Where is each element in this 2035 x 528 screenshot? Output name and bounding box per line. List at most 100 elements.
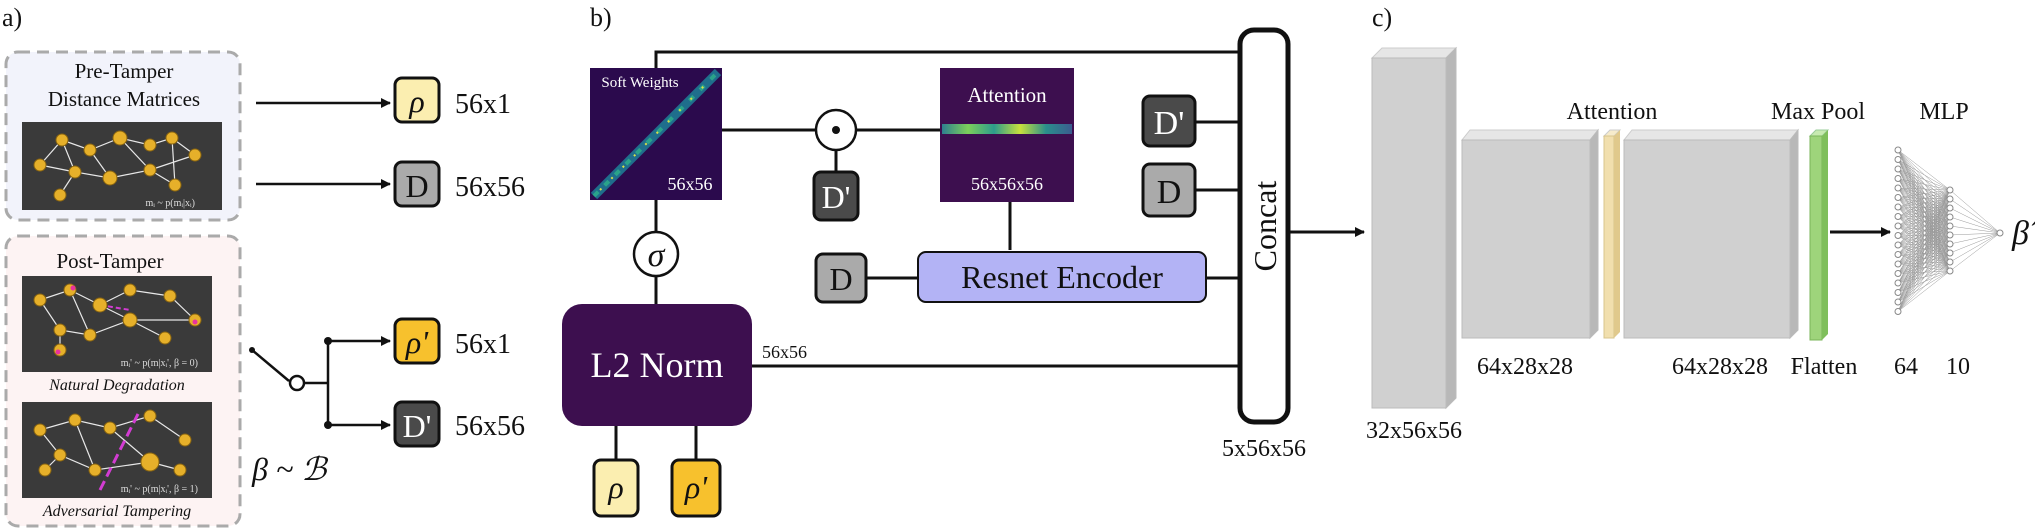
- sigma-symbol: σ: [648, 237, 666, 274]
- d-resnet-label: D: [829, 261, 852, 297]
- natural-degradation-nodes: [33, 283, 202, 357]
- d-prime-odot-label: D': [822, 179, 851, 215]
- beta-switch: [251, 336, 391, 430]
- output-d: D 56x56: [393, 160, 525, 208]
- natural-degradation-image: [22, 276, 212, 372]
- mlp-network: MLP 64 10 β̂: [1894, 99, 2035, 380]
- post-tamper-panel: Post-Tamper mᵢ' ~ p(m|xᵢ', β = 0) Natura…: [4, 234, 242, 528]
- mlp-node: [1946, 213, 1954, 221]
- pre-tamper-panel: Pre-Tamper Distance Matrices mᵢ ~ p(mᵢ|x…: [4, 50, 242, 222]
- pre-tamper-title-1: Pre-Tamper: [75, 59, 174, 83]
- rho-input-label: ρ: [607, 469, 623, 505]
- rho-prime-input-label: ρ': [684, 469, 708, 505]
- mlp-node: [1894, 175, 1902, 182]
- mlp-node: [1946, 231, 1954, 239]
- natural-caption: mᵢ' ~ p(m|xᵢ', β = 0): [121, 358, 198, 369]
- mlp-node: [1894, 146, 1902, 154]
- mlp-node: [1946, 204, 1954, 212]
- output-d-dims: 56x56: [455, 172, 525, 203]
- mlp-node: [1996, 229, 2004, 237]
- mlp-node: [1894, 279, 1902, 287]
- panel-b-connectors: [614, 50, 1240, 460]
- panel-label-b: b): [590, 3, 612, 32]
- mlp-node: [1894, 165, 1902, 173]
- mlp-node: [1894, 184, 1902, 192]
- attention-layer: Attention: [1567, 99, 1658, 339]
- output-rho-prime: ρ' 56x1: [393, 317, 511, 365]
- adversarial-tampering-label: Adversarial Tampering: [42, 503, 191, 520]
- concat-block: Concat 5x56x56: [1222, 27, 1306, 462]
- mlp-node: [1894, 298, 1902, 306]
- d-box-concat: D: [1141, 162, 1197, 218]
- resnet-encoder: Resnet Encoder: [917, 251, 1207, 303]
- sigmoid-node: σ: [632, 230, 680, 278]
- adversarial-tampering-nodes: [33, 409, 192, 477]
- cnn-block-1: 32x56x56: [1366, 46, 1462, 444]
- beta-distribution-label: β ~ ℬ: [251, 451, 329, 487]
- panel-label-c: c): [1372, 3, 1392, 32]
- mlp-node: [1946, 249, 1954, 257]
- mlp-node: [1894, 251, 1902, 258]
- mlp-node: [1946, 258, 1954, 266]
- output-rho: ρ 56x1: [393, 76, 511, 124]
- concat-label: Concat: [1247, 181, 1283, 272]
- cnn-block-3-dims: 64x28x28: [1672, 354, 1768, 380]
- d-concat-label: D: [1157, 174, 1182, 211]
- resnet-label: Resnet Encoder: [961, 259, 1163, 295]
- l2-norm-block: L2 Norm 56x56: [562, 304, 807, 426]
- concat-dims: 5x56x56: [1222, 436, 1306, 462]
- d-prime-concat-label: D': [1154, 105, 1185, 142]
- d-prime-box-odot: D': [812, 170, 860, 222]
- mlp-node: [1894, 156, 1902, 163]
- mlp-node: [1894, 308, 1902, 315]
- mlp-node: [1894, 289, 1902, 296]
- mlp-node: [1946, 267, 1954, 275]
- d-prime-box-concat: D': [1141, 94, 1197, 148]
- mlp-node: [1946, 186, 1954, 194]
- maxpool-layer: Max Pool Flatten: [1771, 99, 1865, 380]
- pre-tamper-title-2: Distance Matrices: [48, 87, 200, 111]
- cnn-block-2: 64x28x28: [1460, 128, 1600, 380]
- output-d-prime-symbol: D': [403, 408, 432, 444]
- elementwise-product-node: [814, 108, 858, 152]
- rho-input-box: ρ: [592, 458, 640, 518]
- mlp-node: [1946, 222, 1954, 230]
- maxpool-label: Max Pool: [1771, 99, 1865, 125]
- output-rho-symbol: ρ: [408, 83, 424, 119]
- mlp-size-10: 10: [1946, 354, 1970, 380]
- mlp-label: MLP: [1919, 99, 1968, 125]
- mlp-node: [1894, 203, 1902, 211]
- pre-tamper-nodes: [33, 130, 202, 202]
- pre-tamper-caption: mᵢ ~ p(mᵢ|xᵢ): [145, 198, 195, 209]
- mlp-node: [1894, 241, 1902, 249]
- output-d-prime: D' 56x56: [393, 400, 525, 448]
- soft-weights-title: Soft Weights: [601, 75, 678, 91]
- cnn-block-3: 64x28x28: [1622, 128, 1800, 380]
- attention-dims: 56x56x56: [971, 174, 1043, 194]
- output-rho-dims: 56x1: [455, 89, 511, 120]
- mlp-node: [1894, 232, 1902, 239]
- l2-norm-dims: 56x56: [762, 342, 807, 362]
- mlp-node: [1894, 222, 1902, 230]
- d-box-resnet: D: [814, 252, 868, 304]
- mlp-size-64: 64: [1894, 354, 1918, 380]
- soft-weights-heatmap: Soft Weights 56x56: [590, 68, 722, 200]
- l2-norm-label: L2 Norm: [591, 345, 724, 385]
- flatten-label: Flatten: [1791, 354, 1858, 380]
- adversarial-caption: mᵢ' ~ p(m|xᵢ', β = 1): [121, 484, 198, 495]
- mlp-node: [1894, 260, 1902, 268]
- natural-degradation-label: Natural Degradation: [48, 377, 185, 394]
- rho-prime-input-box: ρ': [670, 458, 722, 518]
- mlp-node: [1946, 240, 1954, 248]
- panel-label-a: a): [2, 3, 22, 32]
- cnn-block-2-dims: 64x28x28: [1477, 354, 1573, 380]
- output-d-prime-dims: 56x56: [455, 411, 525, 442]
- attention-title: Attention: [967, 83, 1047, 107]
- mlp-node: [1894, 194, 1902, 201]
- mlp-node: [1894, 213, 1902, 220]
- soft-weights-dims: 56x56: [668, 174, 713, 194]
- cnn-block-1-dims: 32x56x56: [1366, 418, 1462, 444]
- attention-layer-label: Attention: [1567, 99, 1658, 125]
- output-rho-prime-symbol: ρ': [405, 324, 429, 360]
- mlp-node: [1894, 270, 1902, 277]
